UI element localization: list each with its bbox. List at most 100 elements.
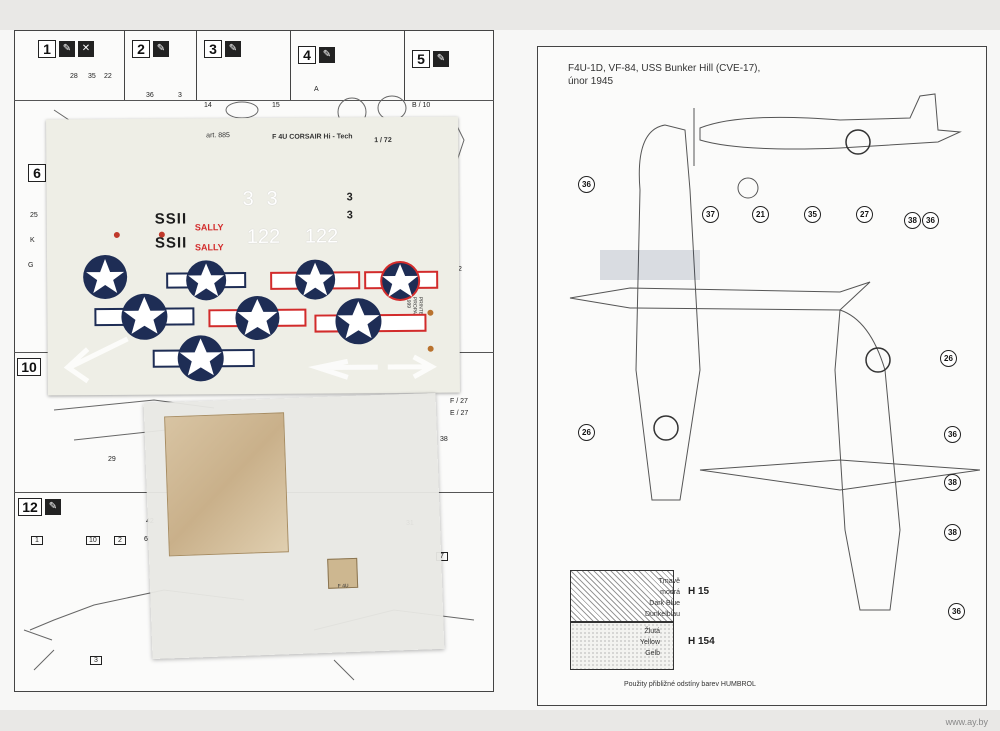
step-4: 4 ✎ xyxy=(298,46,335,64)
decal-dot xyxy=(158,231,165,238)
insignia-roundel xyxy=(83,255,128,300)
divider xyxy=(404,30,405,100)
divider xyxy=(124,30,125,100)
color-name-yellow: Žlutá Yellow Gelb xyxy=(640,626,660,659)
callout: 36 xyxy=(944,426,961,443)
callout: 21 xyxy=(752,206,769,223)
photoetch-instrument-panel: F 4U xyxy=(327,557,359,590)
profile-title-line: F4U-1D, VF-84, USS Bunker Hill (CVE-17), xyxy=(568,63,761,74)
profile-title-line: únor 1945 xyxy=(568,76,614,87)
glue-icon: ✎ xyxy=(59,41,75,57)
step-3: 3 ✎ xyxy=(204,40,241,58)
step-number: 3 xyxy=(204,40,222,58)
callout: 27 xyxy=(856,206,873,223)
humbrol-code: H 15 xyxy=(688,586,710,597)
part-number: 25 xyxy=(30,212,38,219)
step-number: 2 xyxy=(132,40,150,58)
insignia-bar-roundel xyxy=(166,260,247,301)
photoetch-label: F 4U xyxy=(337,583,349,590)
step-number: 5 xyxy=(412,50,430,68)
step-number: 1 xyxy=(38,40,56,58)
insignia-bar-roundel-red xyxy=(270,259,361,300)
divider xyxy=(290,30,291,100)
color-name: Žlutá xyxy=(644,628,660,635)
profile-title: F4U-1D, VF-84, USS Bunker Hill (CVE-17),… xyxy=(568,62,760,88)
step-number: 12 xyxy=(18,498,42,516)
color-swatch-yellow xyxy=(570,622,674,670)
part-number: 1 xyxy=(31,536,43,545)
decal-dot xyxy=(113,231,120,238)
paint-note: Použity přibližné odstíny barev HUMBROL xyxy=(624,681,756,688)
callout: 36 xyxy=(578,176,595,193)
decal-insignia xyxy=(63,231,439,384)
glue-icon: ✎ xyxy=(319,47,335,63)
decal-sheet: art. 885 F 4U CORSAIR Hi - Tech 1 / 72 P… xyxy=(46,116,460,396)
step-6: 6 xyxy=(28,164,46,182)
part-number: G xyxy=(28,262,34,269)
part-number: 2 xyxy=(114,536,126,545)
part-number: 29 xyxy=(108,456,116,463)
insignia-bar-roundel xyxy=(152,335,255,382)
insignia-bar-roundel xyxy=(94,293,195,340)
callout: 36 xyxy=(922,212,939,229)
callout: 37 xyxy=(702,206,719,223)
divider xyxy=(14,100,494,101)
color-name: Gelb xyxy=(645,650,660,657)
part-number: 35 xyxy=(88,73,96,80)
photoetch-fret xyxy=(164,412,289,557)
part-number: 2 xyxy=(458,266,462,273)
part-number: 3 xyxy=(178,92,182,99)
color-name: Dark Blue xyxy=(649,600,680,607)
part-number: 22 xyxy=(104,73,112,80)
callout: 38 xyxy=(904,212,921,229)
part-number: 15 xyxy=(272,102,280,109)
part-number: 36 xyxy=(146,92,154,99)
glue-icon: ✎ xyxy=(433,51,449,67)
divider xyxy=(196,30,197,100)
step-10: 10 xyxy=(17,358,41,376)
callout: 26 xyxy=(578,424,595,441)
humbrol-code: H 154 xyxy=(688,636,715,647)
callout: 36 xyxy=(948,603,965,620)
color-name: Dunkelblau xyxy=(644,611,680,618)
insignia-bar-roundel-red xyxy=(364,260,439,301)
callout: 35 xyxy=(804,206,821,223)
color-swatch-dark-blue xyxy=(570,570,674,622)
step-5: 5 ✎ xyxy=(412,50,449,68)
part-number: 38 xyxy=(440,436,448,443)
part-number: F / 27 xyxy=(450,398,468,405)
step-number: 4 xyxy=(298,46,316,64)
callout: 38 xyxy=(944,524,961,541)
watermark: www.ay.by xyxy=(945,717,988,727)
glue-icon: ✎ xyxy=(45,499,61,515)
insignia-bar-roundel-red xyxy=(314,298,427,345)
walkway-arrows xyxy=(63,336,437,384)
decal-dot xyxy=(427,345,434,352)
decal-dot xyxy=(427,309,434,316)
part-number: K xyxy=(30,237,35,244)
step-2: 2 ✎ xyxy=(132,40,169,58)
step-number: 10 xyxy=(17,358,41,376)
aircraft-profiles xyxy=(569,93,980,611)
part-number: E / 27 xyxy=(450,410,469,417)
color-name: Yellow xyxy=(640,639,660,646)
glue-icon: ✎ xyxy=(153,41,169,57)
insignia-bar-roundel-red xyxy=(208,295,307,340)
glue-icon: ✎ xyxy=(225,41,241,57)
part-number: 3 xyxy=(90,656,102,665)
color-name: Tmavě modrá xyxy=(658,578,680,596)
step-12: 12 ✎ xyxy=(18,498,61,516)
step-number: 6 xyxy=(28,164,46,182)
part-number: 6 xyxy=(144,536,148,543)
callout: 38 xyxy=(944,474,961,491)
callout: 26 xyxy=(940,350,957,367)
step-1: 1 ✎ ✕ xyxy=(38,40,94,58)
part-number: B / 10 xyxy=(412,102,431,109)
no-glue-icon: ✕ xyxy=(78,41,94,57)
part-number: 28 xyxy=(70,73,78,80)
part-number: 10 xyxy=(86,536,100,545)
color-name-dark-blue: Tmavě modrá Dark Blue Dunkelblau xyxy=(640,576,680,620)
part-number: 14 xyxy=(204,102,212,109)
photoetch-bag: F 4U xyxy=(143,392,445,660)
part-number: A xyxy=(314,86,319,93)
